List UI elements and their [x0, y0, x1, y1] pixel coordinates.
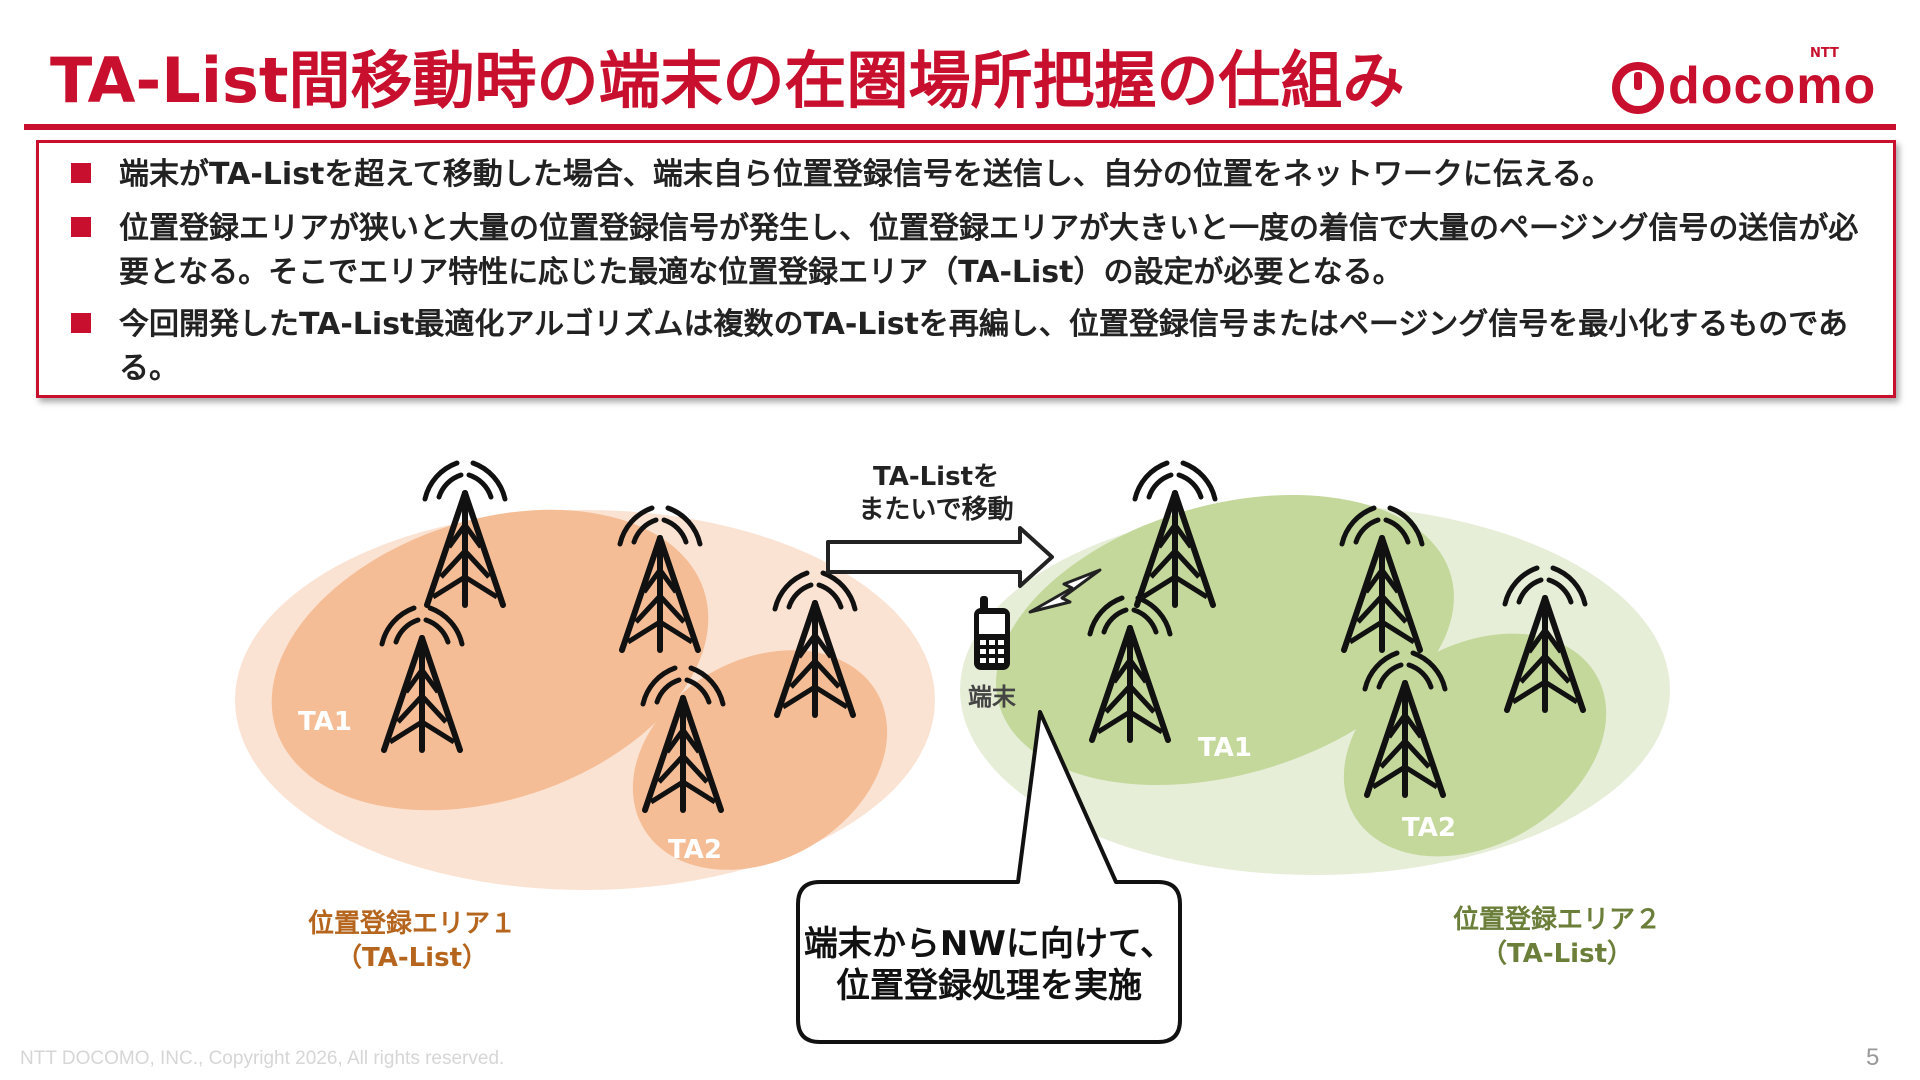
device-label: 端末 — [968, 683, 1017, 711]
callout-bubble — [796, 710, 1182, 1044]
right-ta1-area — [996, 494, 1454, 786]
bullet-item: 今回開発したTA-List最適化アルゴリズムは複数のTA-Listを再編し、位置… — [71, 303, 1861, 391]
left-ta2-area — [632, 650, 888, 870]
summary-box: 端末がTA-Listを超えて移動した場合、端末自ら位置登録信号を送信し、自分の位… — [36, 140, 1896, 398]
bullet-item: 端末がTA-Listを超えて移動した場合、端末自ら位置登録信号を送信し、自分の位… — [71, 153, 1861, 197]
left-area-sublabel: （TA-List） — [336, 943, 488, 973]
right-area-label: 位置登録エリア２ — [1453, 904, 1661, 935]
bullet-item: 位置登録エリアが狭いと大量の位置登録信号が発生し、位置登録エリアが大きいと一度の… — [71, 207, 1861, 295]
page-number: 5 — [1866, 1044, 1880, 1071]
logo-brand-text: docomo — [1668, 57, 1877, 115]
mobile-phone-icon — [974, 596, 1010, 670]
left-ta1-area — [271, 509, 709, 811]
signal-bolt-icon — [1028, 568, 1102, 614]
move-arrow-label: TA-Listを — [873, 462, 999, 492]
right-area-sublabel: （TA-List） — [1481, 939, 1633, 969]
docomo-logo-mark — [1612, 62, 1664, 114]
bullet-text: 端末がTA-Listを超えて移動した場合、端末自ら位置登録信号を送信し、自分の位… — [119, 157, 1612, 192]
logo-ntt-text: NTT — [1810, 46, 1839, 61]
bullet-text: 今回開発したTA-List最適化アルゴリズムは複数のTA-Listを再編し、位置… — [119, 307, 1848, 386]
callout-line-1: 端末からNWに向けて、 — [804, 924, 1174, 964]
left-ta2-label: TA2 — [668, 835, 722, 865]
copyright-footer: NTT DOCOMO, INC., Copyright 2026, All ri… — [20, 1048, 505, 1069]
right-ta1-label: TA1 — [1198, 733, 1252, 763]
left-ta1-label: TA1 — [298, 707, 352, 737]
page-title: TA-List間移動時の端末の在圏場所把握の仕組み — [50, 44, 1405, 117]
callout-line-2: 位置登録処理を実施 — [836, 966, 1142, 1006]
left-area-label: 位置登録エリア１ — [308, 908, 516, 939]
bullet-square-icon — [71, 313, 91, 333]
bullet-square-icon — [71, 163, 91, 183]
move-arrow-icon — [826, 526, 1054, 588]
title-divider — [24, 124, 1896, 130]
docomo-logo: NTT docomo — [1610, 46, 1900, 122]
bullet-square-icon — [71, 217, 91, 237]
right-ta2-label: TA2 — [1402, 813, 1456, 843]
bullet-text: 位置登録エリアが狭いと大量の位置登録信号が発生し、位置登録エリアが大きいと一度の… — [119, 211, 1859, 290]
move-arrow-sublabel: またいで移動 — [858, 495, 1013, 525]
